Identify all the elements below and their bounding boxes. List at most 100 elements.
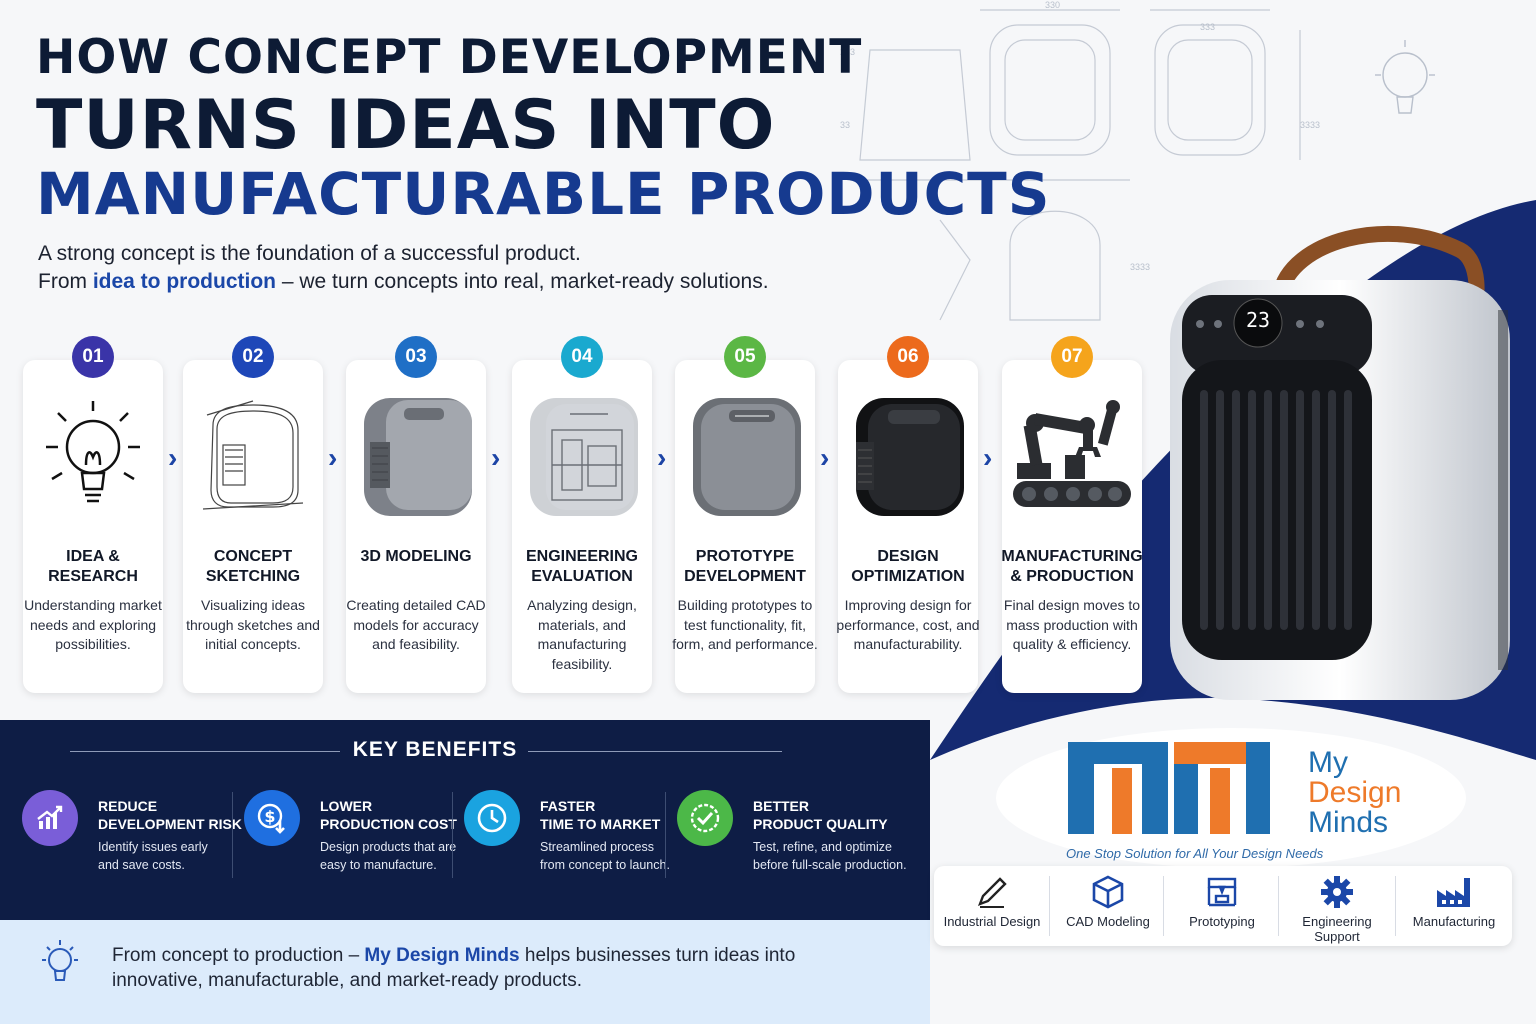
step-card [183,360,323,693]
logo-tagline: One Stop Solution for All Your Design Ne… [1066,846,1324,861]
benefits-divider-right [528,751,782,752]
service-prototyping[interactable]: Prototyping [1164,870,1280,942]
service-label: CAD Modeling [1066,914,1150,929]
service-divider [1395,876,1396,936]
footer-text: From concept to production – [112,945,365,966]
svg-text:$: $ [264,807,275,826]
footer-banner [0,920,930,1024]
svg-text:Minds: Minds [1308,806,1388,839]
svg-text:253: 253 [840,47,855,57]
step-description: Analyzing design, materials, and manufac… [527,597,637,672]
service-divider [1049,876,1050,936]
chevron-right-icon: › [491,442,501,473]
prototype-icon [675,380,815,530]
step-title: DESIGN OPTIMIZATION [851,548,965,585]
benefit-title: BETTER PRODUCT QUALITY [753,798,888,832]
3d-printer-icon [1164,870,1280,914]
optimized-product-icon [838,380,978,530]
benefits-heading: KEY BENEFITS [352,738,518,761]
pencil-icon [934,870,1050,914]
step-number-badge: 04 [561,336,603,378]
svg-text:Design: Design [1308,776,1401,809]
subheading-text: From [38,270,93,293]
chevron-right-icon: › [168,442,178,473]
clock-icon [464,790,520,846]
chevron-right-icon: › [983,442,993,473]
sketch-icon [183,380,323,530]
headline-line-2: TURNS IDEAS INTO [36,86,776,165]
service-label: Manufacturing [1412,914,1496,929]
dollar-down-icon: $ [244,790,300,846]
product-heater-image [1170,225,1510,700]
step-title: PROTOTYPE DEVELOPMENT [684,548,806,585]
footer-text-line-2: innovative, manufacturable, and market-r… [112,970,582,991]
benefit-description: Test, refine, and optimize before full-s… [753,840,907,872]
step-number-badge: 07 [1051,336,1093,378]
footer-text: helps businesses turn ideas into [519,945,796,966]
chevron-right-icon: › [657,442,667,473]
my-design-minds-logo[interactable]: My Design Minds [996,728,1466,868]
service-divider [1278,876,1279,936]
benefit-divider [452,792,453,878]
service-label: Industrial Design [943,914,1041,929]
step-title: IDEA & RESEARCH [48,548,138,585]
subheading-line-2: From idea to production – we turn concep… [38,270,769,294]
step-number-badge: 06 [887,336,929,378]
cube-icon [1050,870,1166,914]
headline-line-3: MANUFACTURABLE PRODUCTS [36,160,1051,228]
step-number-badge: 01 [72,336,114,378]
quality-check-icon [677,790,733,846]
gear-icon [1279,870,1395,914]
step-card [23,360,163,693]
technical-sketch-background: 330 333 253 33 3333 3333 [840,0,1435,321]
benefit-description: Design products that are easy to manufac… [320,840,457,872]
svg-text:333: 333 [1200,22,1215,32]
subheading-highlight: idea to production [92,270,276,293]
benefit-description: Streamlined process from concept to laun… [540,840,670,872]
svg-text:33: 33 [840,120,850,130]
service-label: Prototyping [1189,914,1255,929]
subheading-text: – we turn concepts into real, market-rea… [275,270,769,293]
headline-line-1: HOW CONCEPT DEVELOPMENT [36,30,863,85]
service-divider [1163,876,1164,936]
step-title: CONCEPT SKETCHING [205,548,301,585]
step-number-badge: 03 [395,336,437,378]
benefit-title: FASTER TIME TO MARKET [540,798,661,832]
benefit-divider [232,792,233,878]
service-manufacturing[interactable]: Manufacturing [1396,870,1512,942]
service-cad-modeling[interactable]: CAD Modeling [1050,870,1166,942]
svg-text:3333: 3333 [1130,262,1150,272]
step-title: ENGINEERING EVALUATION [525,548,638,585]
factory-icon [1396,870,1512,914]
svg-text:330: 330 [1045,0,1060,10]
benefit-divider [665,792,666,878]
service-industrial-design[interactable]: Industrial Design [934,870,1050,942]
chevron-right-icon: › [820,442,830,473]
step-description: Visualizing ideas through sketches and i… [186,597,320,652]
robot-arm-icon [1002,380,1142,530]
benefits-divider-left [70,751,340,752]
benefit-description: Identify issues early and save costs. [98,840,208,872]
step-description: Understanding market needs and exploring… [24,597,162,652]
service-engineering-support[interactable]: Engineering Support [1279,870,1395,944]
lightbulb-icon [42,940,78,981]
step-title: MANUFACTURING & PRODUCTION [1001,548,1143,585]
cad-model-icon [346,380,486,530]
svg-text:My: My [1308,746,1348,779]
svg-text:3333: 3333 [1300,120,1320,130]
device-display-readout: 23 [1245,308,1271,332]
step-description: Creating detailed CAD models for accurac… [346,597,486,652]
chart-up-icon [22,790,78,846]
footer-brand-highlight: My Design Minds [364,945,520,966]
step-number-badge: 02 [232,336,274,378]
step-number-badge: 05 [724,336,766,378]
step-card [1002,360,1142,693]
chevron-right-icon: › [328,442,338,473]
benefit-title: REDUCE DEVELOPMENT RISK [98,798,242,832]
step-description: Building prototypes to test functionalit… [672,597,818,652]
benefit-title: LOWER PRODUCTION COST [320,798,457,832]
lightbulb-icon [23,380,163,530]
step-description: Final design moves to mass production wi… [1003,597,1141,652]
step-title: 3D MODELING [360,548,472,565]
transparent-model-icon [512,380,652,530]
